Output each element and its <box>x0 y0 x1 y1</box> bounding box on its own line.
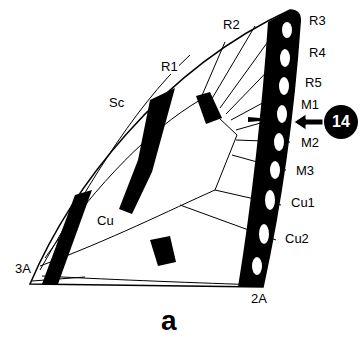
callout-circle: 14 <box>323 104 359 140</box>
vein-label: R3 <box>308 14 327 28</box>
basal-band <box>42 190 92 284</box>
vein-label: R5 <box>304 76 323 90</box>
vein-label: R1 <box>160 60 179 74</box>
vein-label: Sc <box>108 96 125 110</box>
vein-label: 2A <box>250 292 268 306</box>
vein-label: R2 <box>222 18 241 32</box>
callout-number: 14 <box>323 104 359 131</box>
inner-spot <box>150 236 176 266</box>
vein-label: 3A <box>14 262 32 276</box>
vein-label: Cu2 <box>284 232 310 246</box>
cell-spot <box>196 92 222 124</box>
vein-label: Cu1 <box>290 196 316 210</box>
small-arrow <box>248 114 268 125</box>
pointer-arrow <box>294 114 323 130</box>
panel-letter: a <box>160 306 178 336</box>
vein-label: Cu <box>96 214 115 228</box>
vein-label: M3 <box>295 164 315 178</box>
wing-outline <box>30 10 300 287</box>
median-band <box>119 88 175 214</box>
vein-label: M1 <box>300 98 320 112</box>
vein-label: M2 <box>300 136 320 150</box>
vein-label: R4 <box>308 46 327 60</box>
